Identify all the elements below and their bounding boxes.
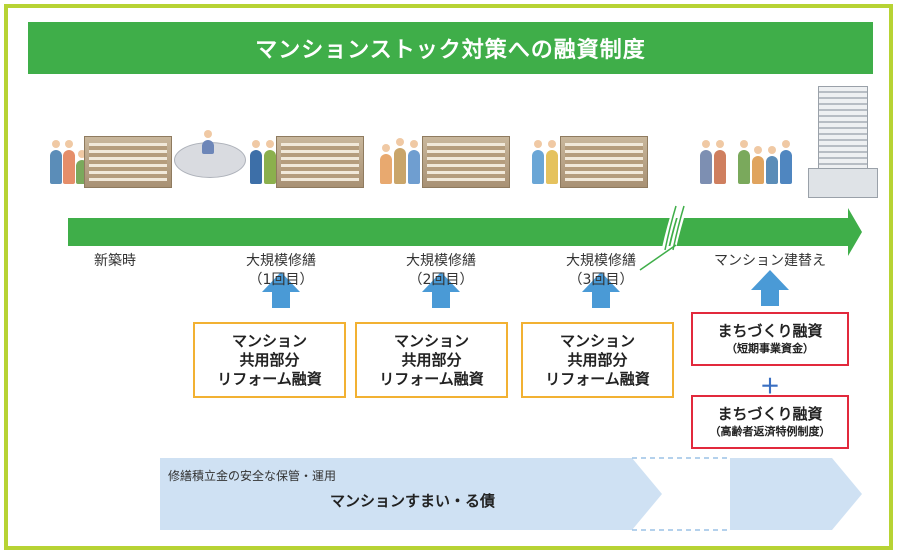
band-caption: 修繕積立金の安全な保管・運用 xyxy=(168,469,337,483)
savings-band xyxy=(160,458,662,530)
loan-line: リフォーム融資 xyxy=(217,369,322,388)
loan-line: 共用部分 xyxy=(239,350,300,369)
stage-label-sub: （2回目） xyxy=(408,272,474,288)
band-title: マンションすまい・る債 xyxy=(330,492,496,510)
timeline-break-slash xyxy=(639,244,677,271)
machizukuri-loan-short-term-box: まちづくり融資 （短期事業資金） xyxy=(691,312,849,366)
person-figure xyxy=(408,140,420,184)
reform-loan-box-1: マンション 共用部分 リフォーム融資 xyxy=(193,322,346,398)
reform-loan-box-2: マンション 共用部分 リフォーム融資 xyxy=(355,322,508,398)
person-figure xyxy=(380,144,392,184)
loan-name: まちづくり融資 xyxy=(717,322,823,340)
stage-label-main: 大規模修繕 xyxy=(406,253,476,269)
timeline-arrow xyxy=(68,208,862,256)
loan-line: リフォーム融資 xyxy=(545,369,650,388)
up-arrow xyxy=(751,270,789,306)
stage-label-sub: （1回目） xyxy=(248,272,314,288)
person-figure xyxy=(532,140,544,184)
up-arrow xyxy=(262,272,300,308)
stage-label-repair-1: 大規模修繕 （1回目） xyxy=(221,252,341,290)
person-figure xyxy=(700,140,712,184)
stage-label-repair-3: 大規模修繕 （3回目） xyxy=(541,252,661,290)
savings-band-continuation xyxy=(730,458,862,530)
stage-label-new: 新築時 xyxy=(94,253,136,269)
person-figure xyxy=(780,140,792,184)
condominium-building xyxy=(422,136,510,188)
person-figure xyxy=(202,130,214,154)
loan-line: リフォーム融資 xyxy=(379,369,484,388)
machizukuri-loan-elderly-box: まちづくり融資 （高齢者返済特例制度） xyxy=(691,395,849,449)
reform-loan-box-3: マンション 共用部分 リフォーム融資 xyxy=(521,322,674,398)
condominium-building xyxy=(276,136,364,188)
person-figure xyxy=(264,140,276,184)
person-figure xyxy=(752,146,764,184)
loan-line: マンション xyxy=(559,331,635,350)
loan-line: マンション xyxy=(393,331,469,350)
timeline-break-line xyxy=(664,205,677,251)
person-figure xyxy=(63,140,75,184)
stage-label-repair-2: 大規模修繕 （2回目） xyxy=(381,252,501,290)
high-rise-tower-base xyxy=(808,168,878,198)
condominium-building xyxy=(560,136,648,188)
up-arrow xyxy=(582,272,620,308)
stage-label-main: 大規模修繕 xyxy=(246,253,316,269)
loan-line: マンション xyxy=(231,331,307,350)
stage-label-sub: （3回目） xyxy=(568,272,634,288)
page-title: マンションストック対策への融資制度 xyxy=(28,22,873,74)
stage-label-rebuild: マンション建替え xyxy=(714,253,826,269)
condominium-building xyxy=(84,136,172,188)
person-figure xyxy=(250,140,262,184)
person-figure xyxy=(766,146,778,184)
person-figure xyxy=(714,140,726,184)
person-figure xyxy=(50,140,62,184)
loan-line: 共用部分 xyxy=(401,350,462,369)
loan-subtitle: （高齢者返済特例制度） xyxy=(709,425,831,438)
loan-subtitle: （短期事業資金） xyxy=(726,342,814,355)
plus-sign: ＋ xyxy=(760,374,780,398)
stage-label-main: 大規模修繕 xyxy=(566,253,636,269)
person-figure xyxy=(738,140,750,184)
loan-line: 共用部分 xyxy=(567,350,628,369)
loan-name: まちづくり融資 xyxy=(717,405,823,423)
person-figure xyxy=(394,138,406,184)
person-figure xyxy=(546,140,558,184)
up-arrow xyxy=(422,272,460,308)
